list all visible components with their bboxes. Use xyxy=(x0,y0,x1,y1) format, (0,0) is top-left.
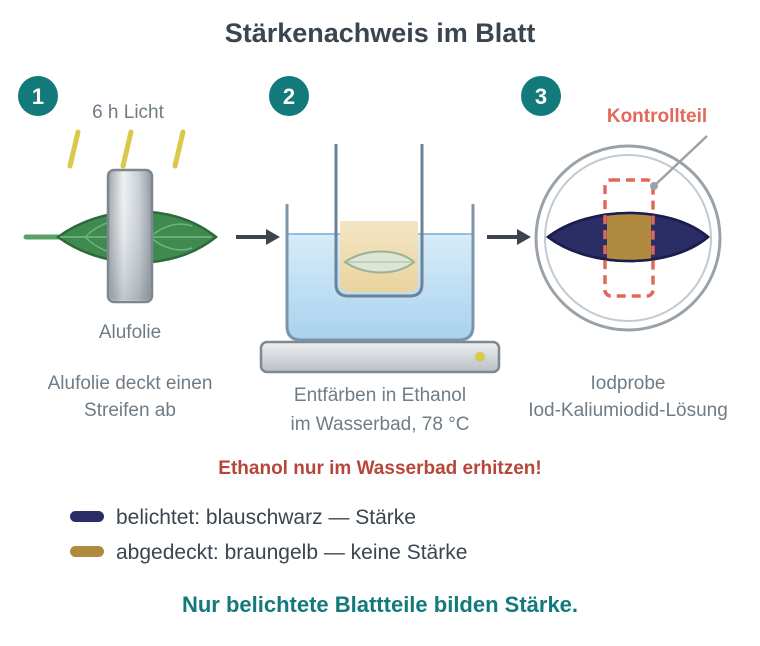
step-3-badge xyxy=(521,76,561,116)
control-part-label: Kontrollteil xyxy=(607,106,707,127)
light-ray xyxy=(120,129,134,169)
legend-swatch-covered xyxy=(70,546,104,557)
callout-pointer xyxy=(653,135,708,187)
test-tube xyxy=(334,144,424,298)
step-1-caption-line2: Streifen ab xyxy=(84,400,176,421)
light-rays xyxy=(67,129,186,169)
legend-text-exposed: belichtet: blauschwarz — Stärke xyxy=(116,506,416,529)
step-3-caption-line2: Iod-Kaliumiodid-Lösung xyxy=(528,400,728,421)
step-1-caption-line1: Alufolie deckt einen xyxy=(48,373,213,394)
arrow-right-icon xyxy=(487,229,531,245)
light-label: 6 h Licht xyxy=(92,102,165,123)
step-2-badge xyxy=(269,76,309,116)
hot-plate-indicator-light xyxy=(475,352,485,362)
step-1: 1 6 h Licht Alufolie Alufolie deckt eine… xyxy=(18,76,218,421)
step-3-number: 3 xyxy=(535,84,547,109)
page-title: Stärkenachweis im Blatt xyxy=(225,18,536,48)
step-2-caption-line1: Entfärben in Ethanol xyxy=(294,385,466,406)
beaker-outline xyxy=(285,204,475,342)
step-2: 2 Entfärben in Ethanol im Wasserbad, 78 … xyxy=(259,76,501,435)
step-2-caption-line2: im Wasserbad, 78 °C xyxy=(290,414,469,435)
legend: belichtet: blauschwarz — Stärke abgedeck… xyxy=(70,506,467,564)
step-3-caption-line1: Iodprobe xyxy=(590,373,665,394)
hot-plate xyxy=(259,340,501,374)
control-part-marker xyxy=(603,178,655,298)
conclusion: Nur belichtete Blattteile bilden Stärke. xyxy=(182,592,578,617)
stained-leaf-outline xyxy=(545,211,710,263)
light-ray xyxy=(172,129,186,169)
arrow-right-icon xyxy=(236,229,280,245)
step-3: 3 Kontrollteil Iodprobe Iod-Kaliumiodid-… xyxy=(521,76,728,421)
safety-warning: Ethanol nur im Wasserbad erhitzen! xyxy=(218,458,541,479)
light-ray xyxy=(67,129,81,169)
callout-pointer-dot xyxy=(650,182,658,190)
foil-label: Alufolie xyxy=(99,322,161,343)
foil-shading xyxy=(110,172,150,300)
legend-swatch-exposed xyxy=(70,511,104,522)
step-2-number: 2 xyxy=(283,84,295,109)
leaf-vein xyxy=(149,236,193,251)
leaf-vein xyxy=(149,223,193,238)
step-1-number: 1 xyxy=(32,84,44,109)
legend-text-covered: abgedeckt: braungelb — keine Stärke xyxy=(116,541,467,564)
step-1-badge xyxy=(18,76,58,116)
unstained-strip-fill xyxy=(607,213,651,261)
